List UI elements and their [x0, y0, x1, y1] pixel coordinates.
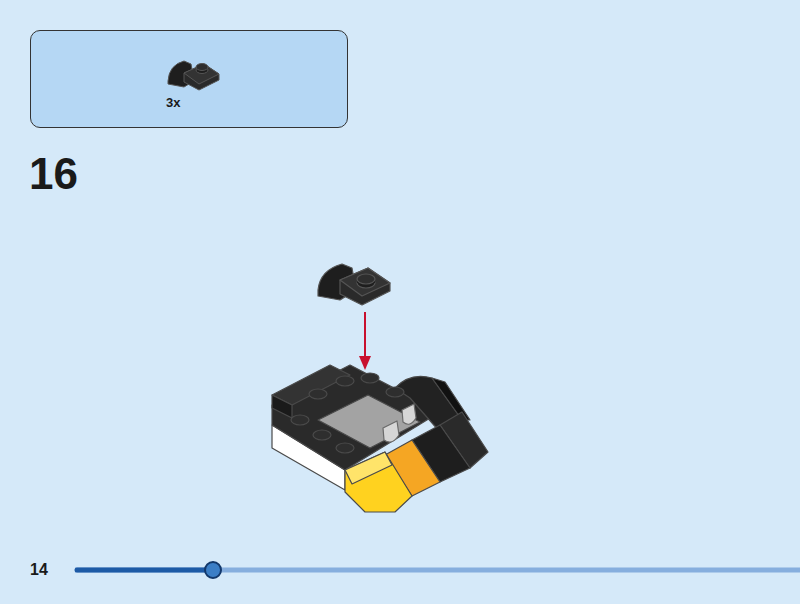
step-number: 16: [29, 152, 78, 196]
insert-arrow: [359, 312, 371, 370]
falling-brick: [318, 264, 390, 305]
progress-knob: [205, 562, 221, 578]
progress-track: [75, 568, 800, 573]
vehicle-build: [272, 365, 488, 512]
part-count: 3x: [166, 95, 180, 110]
page-number: 14: [30, 562, 48, 578]
part-icon: [164, 47, 224, 92]
progress-fill: [77, 568, 213, 573]
parts-box: 3x: [30, 30, 348, 128]
